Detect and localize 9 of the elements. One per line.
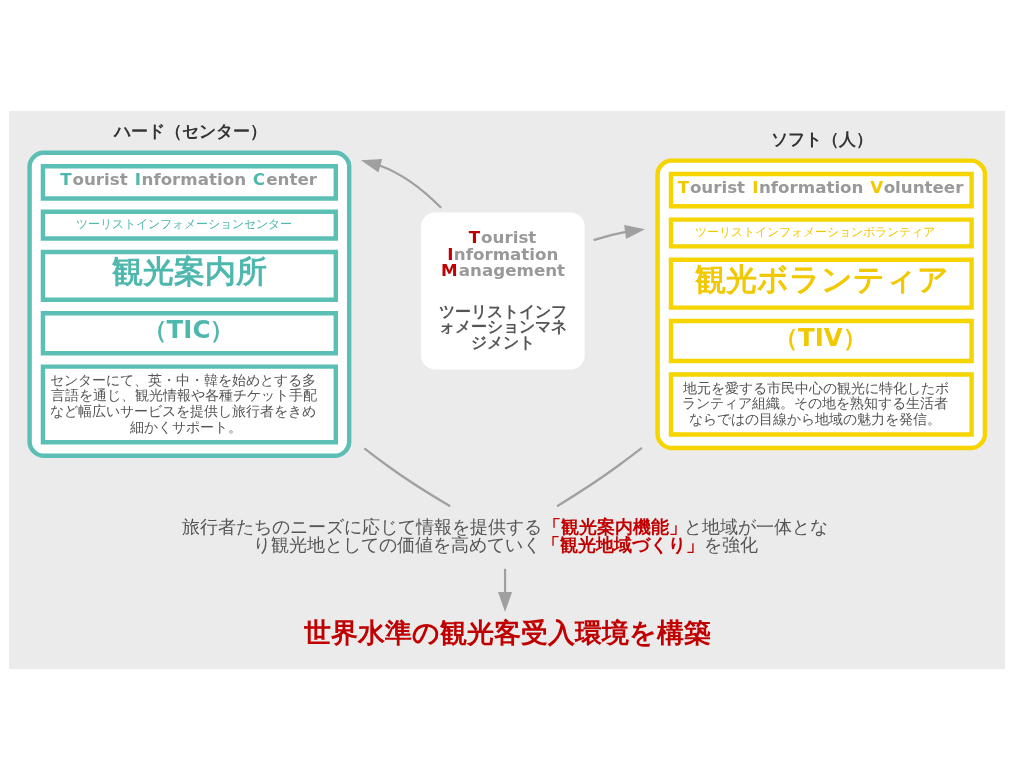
connector: [555, 447, 643, 508]
arrow: [497, 568, 512, 613]
node-text: 世界水準の観光客受入環境を構築: [303, 617, 711, 649]
connector: [363, 447, 451, 508]
node-text: 旅行者たちのニーズに応じて情報を提供する「観光案内機能」と地域が一体となり観光地としての価値を高めていく「観光地域づくり」を強化: [181, 515, 828, 555]
arrow: [592, 225, 645, 242]
arrow: [360, 158, 442, 209]
node-label: ソフト（人）: [770, 129, 873, 150]
node-label: ハード（センター）: [113, 121, 267, 142]
